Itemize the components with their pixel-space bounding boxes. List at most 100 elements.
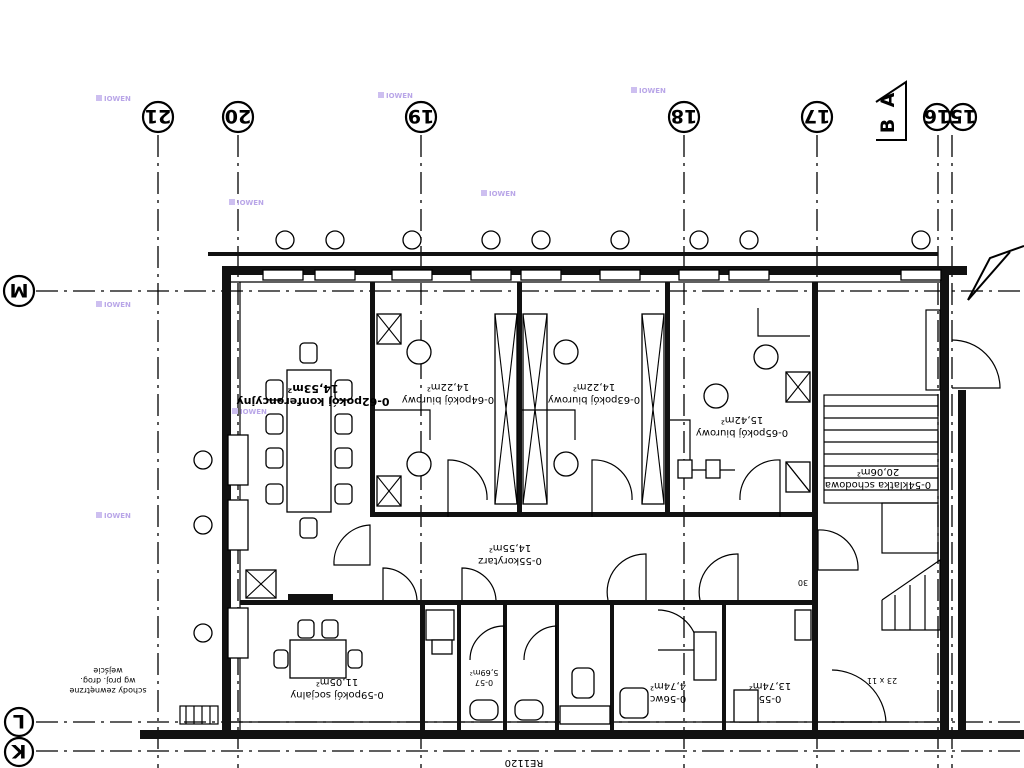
svg-text:0-59pokój socjalny: 0-59pokój socjalny [290, 689, 384, 701]
axis-bubble-L: L [3, 706, 35, 738]
interior-walls [240, 282, 818, 730]
shelving [641, 313, 665, 505]
svg-text:0-57: 0-57 [475, 678, 493, 687]
svg-text:0-65pokój biurowy: 0-65pokój biurowy [696, 427, 788, 439]
axis-bubble-17: 17 [800, 100, 834, 134]
axis-bubble-19: 19 [404, 100, 438, 134]
svg-text:17: 17 [804, 105, 830, 127]
svg-text:13,74m²: 13,74m² [749, 680, 791, 691]
window-tag-7 [678, 230, 720, 281]
watermark: IOWEN [229, 199, 264, 207]
room-label-conference: 0-62pokój konferencyjny 14,53m² [237, 382, 390, 408]
cabinet [376, 475, 402, 507]
axis-bubble-18: 18 [667, 100, 701, 134]
cabinet [785, 461, 811, 493]
window-tag-6 [599, 230, 641, 281]
svg-text:L: L [13, 710, 25, 732]
desk-chair [406, 339, 779, 477]
window-tag-8 [728, 230, 770, 281]
watermark: IOWEN [481, 190, 516, 198]
svg-text:M: M [10, 279, 29, 301]
window-tag-5 [520, 230, 562, 281]
room-label-tech: 0-55 13,74m² [749, 680, 791, 704]
axis-bubble-K: K [3, 736, 35, 768]
shelving [494, 313, 518, 505]
office-furniture [375, 308, 811, 507]
door-swing [382, 567, 418, 601]
svg-text:14,55m²: 14,55m² [489, 542, 531, 553]
watermark: IOWEN [631, 87, 666, 95]
axis-bubble-21: 21 [141, 100, 175, 134]
svg-text:IOWEN: IOWEN [104, 95, 131, 103]
axis-bubble-16: 16 [922, 102, 952, 132]
conference-furniture [245, 342, 353, 599]
svg-text:15,42m²: 15,42m² [721, 414, 763, 425]
door-swing [606, 553, 647, 601]
axis-bubble-M: M [2, 274, 36, 308]
svg-text:IOWEN: IOWEN [240, 408, 267, 416]
cabinet [785, 371, 811, 403]
watermark: IOWEN [378, 92, 413, 100]
room-label-office2: 0-63pokój biurowy 14,22m² [548, 381, 640, 406]
axis-bubbles: 21 20 19 18 17 16 15 M [2, 100, 978, 768]
watermark: IOWEN [96, 95, 131, 103]
svg-text:16: 16 [924, 105, 950, 127]
watermark: IOWEN [96, 512, 131, 520]
window-tag-left-2 [193, 499, 249, 551]
svg-text:IOWEN: IOWEN [104, 512, 131, 520]
left-windows [193, 434, 249, 659]
door-swing [657, 609, 699, 651]
svg-text:19: 19 [408, 105, 434, 127]
svg-text:IOWEN: IOWEN [639, 87, 666, 95]
staircase [823, 309, 941, 631]
room-label-wc1: 0-57 5,69m² [470, 668, 499, 687]
door-swing [591, 459, 633, 517]
svg-text:20: 20 [225, 105, 251, 127]
room-label-office1: 0-64pokój biurowy 14,22m² [402, 381, 494, 406]
window-tag-1 [262, 230, 304, 281]
svg-text:5,69m²: 5,69m² [470, 668, 499, 677]
door-swing [523, 625, 557, 661]
svg-text:B: B [877, 119, 899, 133]
watermark: IOWEN [96, 301, 131, 309]
table [289, 639, 347, 679]
room-label-social: 0-59pokój socjalny 11,05m² [290, 676, 384, 701]
door-swing [831, 669, 887, 723]
door-swing [469, 625, 505, 661]
room-label-wc2: 0-56wc 4,74m² [650, 680, 686, 704]
door-swing [698, 553, 739, 601]
room-label-corridor: 0-55korytarz 14,55m² [478, 542, 542, 566]
cabinet [376, 313, 402, 345]
svg-text:0-55: 0-55 [759, 693, 782, 704]
window-tag-left-3 [193, 607, 249, 659]
room-labels: 0-62pokój konferencyjny 14,53m² 0-64pokó… [237, 381, 932, 704]
svg-text:K: K [10, 740, 26, 762]
svg-text:14,22m²: 14,22m² [427, 381, 469, 392]
social-room-furniture [273, 609, 812, 725]
annotations: RE1120 30 23 x 11 schody zewnętrzne wg p… [69, 245, 1024, 768]
door-swing [461, 567, 497, 601]
door-swing [739, 459, 781, 517]
axis-bubble-20: 20 [221, 100, 255, 134]
window-tag-3 [391, 230, 433, 281]
top-windows [262, 230, 942, 281]
room-label-office3: 0-65pokój biurowy 15,42m² [696, 414, 788, 439]
svg-text:0-63pokój biurowy: 0-63pokój biurowy [548, 394, 640, 406]
door-swing [447, 459, 488, 517]
axis-bubble-15: 15 [948, 102, 978, 132]
stair-note: 23 x 11 [867, 676, 897, 685]
svg-text:21: 21 [145, 105, 171, 127]
door-swings [333, 339, 1001, 723]
window-tag-9 [900, 230, 942, 281]
svg-text:18: 18 [671, 105, 697, 127]
svg-text:0-62pokój konferencyjny: 0-62pokój konferencyjny [237, 395, 390, 408]
svg-text:0-54klatka schodowa: 0-54klatka schodowa [825, 479, 931, 490]
door-width-label: 30 [798, 578, 808, 587]
door-swing [951, 339, 1001, 389]
window-tag-2 [314, 230, 356, 281]
wall-code-label: RE1120 [505, 757, 544, 768]
door-swing [333, 524, 371, 566]
svg-text:0-64pokój biurowy: 0-64pokój biurowy [402, 394, 494, 406]
svg-text:11,05m²: 11,05m² [316, 676, 358, 687]
